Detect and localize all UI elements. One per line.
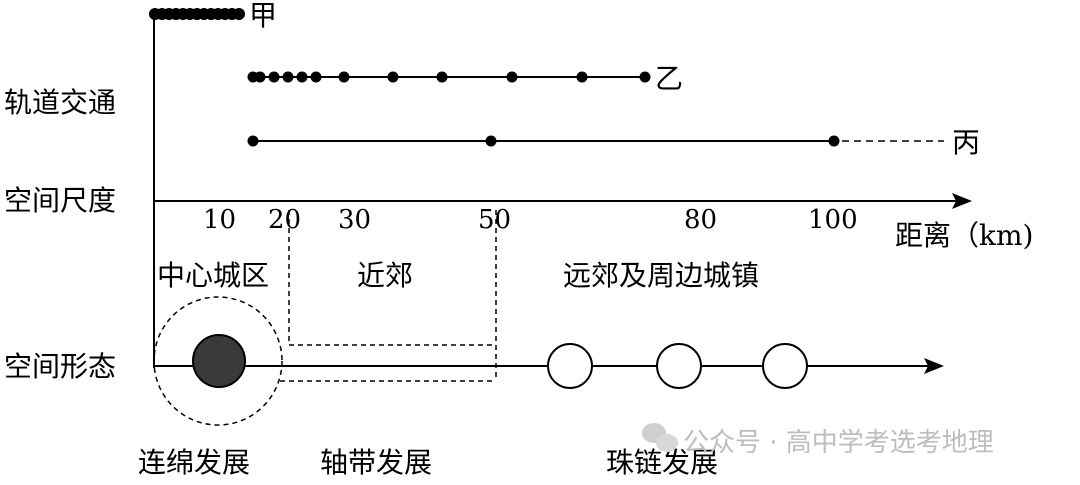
tick-label: 80 — [684, 205, 717, 235]
line-name-label: 甲 — [249, 0, 277, 32]
station-dot — [639, 71, 651, 83]
station-dot — [254, 71, 266, 83]
tick-label: 10 — [203, 205, 236, 235]
rail-label: 轨道交通 — [4, 86, 116, 119]
zone-label: 中心城区 — [157, 259, 269, 292]
pattern-label: 轴带发展 — [320, 446, 432, 479]
station-dot — [506, 71, 518, 83]
pearl-node — [656, 343, 702, 389]
rail-lines: 甲乙丙 — [149, 0, 980, 159]
tick-label: 20 — [268, 205, 301, 235]
tick-label: 100 — [808, 205, 858, 235]
station-dot — [485, 135, 497, 147]
station-dot — [576, 71, 588, 83]
station-dot — [828, 135, 840, 147]
station-dot — [282, 71, 294, 83]
tick-label: 50 — [478, 205, 511, 235]
line-name-label: 丙 — [952, 126, 980, 159]
station-dot — [338, 71, 350, 83]
station-dot — [387, 71, 399, 83]
station-dot — [247, 135, 259, 147]
distance-axis-arrow — [952, 193, 972, 209]
tick-label: 30 — [338, 205, 371, 235]
wechat-icon — [642, 423, 678, 452]
distance-axis-label: 距离（km) — [895, 219, 1033, 252]
form-axis-arrow — [924, 358, 944, 374]
contiguous-zone-circle — [153, 296, 283, 426]
form-label: 空间形态 — [4, 350, 116, 383]
watermark-text: 公众号 · 高中学考选考地理 — [683, 428, 994, 458]
zone-label: 远郊及周边城镇 — [563, 259, 759, 292]
pattern-label: 连绵发展 — [138, 446, 250, 479]
station-dot — [296, 71, 308, 83]
station-dot — [436, 71, 448, 83]
station-dot — [233, 8, 245, 20]
scale-label: 空间尺度 — [4, 184, 116, 217]
central-city-node — [192, 334, 246, 388]
station-dot — [310, 71, 322, 83]
zone-label: 近郊 — [357, 259, 413, 292]
station-dot — [268, 71, 280, 83]
pattern-label: 珠链发展 — [606, 446, 718, 479]
line-name-label: 乙 — [655, 62, 683, 95]
pearl-node — [547, 343, 593, 389]
pearl-node — [762, 343, 808, 389]
